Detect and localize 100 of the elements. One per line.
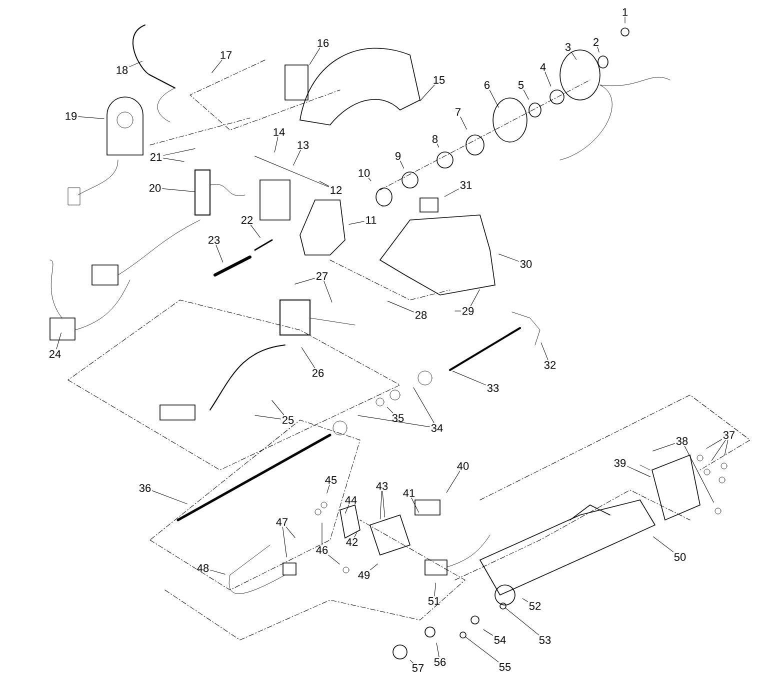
leader-line — [483, 629, 493, 636]
callout-number: 30 — [520, 260, 532, 268]
leader-line — [400, 160, 404, 169]
callout-number: 5 — [518, 81, 524, 89]
leader-line — [470, 289, 480, 306]
callout-number: 6 — [484, 81, 490, 89]
leader-line — [653, 536, 674, 552]
leader-line — [434, 582, 436, 596]
leader-line — [446, 470, 460, 493]
leader-line — [380, 490, 382, 520]
leader-line — [706, 439, 722, 449]
callout-number: 11 — [366, 216, 376, 224]
leader-line — [489, 90, 499, 108]
leader-line — [411, 498, 419, 513]
callout-number: 36 — [139, 484, 151, 492]
callout-number: 24 — [49, 350, 61, 358]
callout-number: 42 — [346, 538, 358, 546]
callout-number: 32 — [544, 361, 556, 369]
callout-number: 8 — [432, 135, 438, 143]
leader-line — [522, 598, 528, 602]
leader-line — [293, 150, 301, 166]
callout-number: 44 — [345, 496, 357, 504]
leader-line — [163, 158, 184, 162]
callout-number: 41 — [403, 489, 415, 497]
callout-number: 26 — [312, 369, 324, 377]
callout-number: 22 — [241, 216, 253, 224]
leader-line — [250, 224, 260, 238]
leader-line — [210, 570, 226, 574]
leader-line — [129, 60, 142, 68]
leader-line — [282, 526, 287, 558]
leader-line — [465, 636, 499, 662]
callout-number: 12 — [330, 186, 342, 194]
leader-line — [162, 188, 196, 192]
leader-line — [540, 342, 548, 360]
callout-number: 15 — [434, 76, 445, 84]
leader-line — [328, 554, 340, 564]
callout-number: 13 — [298, 141, 309, 149]
leader-line — [711, 440, 726, 461]
leader-line — [652, 443, 675, 452]
leader-line — [388, 300, 414, 312]
callout-number: 47 — [276, 518, 288, 526]
callout-number: 16 — [318, 39, 329, 47]
leader-line — [370, 564, 378, 570]
callout-number: 9 — [395, 152, 401, 160]
leader-line — [505, 608, 539, 636]
callout-number: 50 — [674, 553, 686, 561]
callout-number: 53 — [539, 636, 551, 644]
callout-number: 57 — [412, 664, 424, 672]
leader-line — [368, 178, 372, 182]
leader-line — [319, 181, 329, 186]
leader-line — [386, 406, 394, 414]
callout-number: 25 — [282, 416, 294, 424]
callout-number: 43 — [376, 482, 388, 490]
callout-number: 19 — [66, 112, 77, 120]
callout-number: 10 — [358, 169, 370, 177]
callout-number: 33 — [487, 384, 499, 392]
callout-number: 54 — [494, 636, 506, 644]
callout-number: 51 — [428, 597, 440, 605]
callout-number: 39 — [614, 459, 626, 467]
leader-line — [294, 278, 315, 284]
leader-line — [413, 387, 434, 424]
leader-line — [309, 48, 320, 65]
leader-line — [410, 660, 414, 664]
callout-number: 55 — [499, 663, 511, 671]
callout-number: 20 — [149, 184, 161, 192]
leader-line — [597, 46, 600, 52]
leader-line — [286, 526, 296, 538]
leader-line — [624, 16, 626, 24]
callout-number: 1 — [622, 8, 628, 16]
callout-number: 56 — [434, 658, 446, 666]
leader-line — [254, 156, 329, 188]
leader-line — [452, 370, 486, 386]
leader-line — [216, 244, 224, 262]
leader-line — [344, 504, 350, 514]
callout-number: 3 — [565, 43, 571, 51]
washer-part — [500, 602, 506, 610]
callout-number: 52 — [529, 602, 541, 610]
callout-number: 28 — [415, 311, 427, 319]
leader-line — [301, 347, 315, 368]
callout-number: 46 — [316, 546, 328, 554]
leader-line — [420, 84, 435, 102]
leader-line — [436, 642, 440, 658]
leader-line — [212, 60, 222, 73]
leader-line — [56, 332, 62, 350]
leader-line — [444, 188, 459, 197]
leader-line — [684, 446, 714, 503]
leader-line — [152, 490, 188, 504]
callout-number: 17 — [220, 51, 232, 59]
leader-line — [78, 116, 104, 119]
leader-line — [163, 148, 196, 156]
callout-number: 45 — [325, 476, 337, 484]
callout-number: 2 — [594, 38, 599, 46]
callout-number: 27 — [316, 272, 328, 280]
callout-number: 49 — [358, 571, 370, 579]
leader-line — [460, 116, 467, 130]
leader-line — [454, 310, 461, 312]
callout-number: 31 — [460, 181, 472, 189]
leader-line — [544, 72, 552, 86]
callout-number: 21 — [150, 153, 162, 161]
callout-number: 40 — [457, 462, 469, 470]
